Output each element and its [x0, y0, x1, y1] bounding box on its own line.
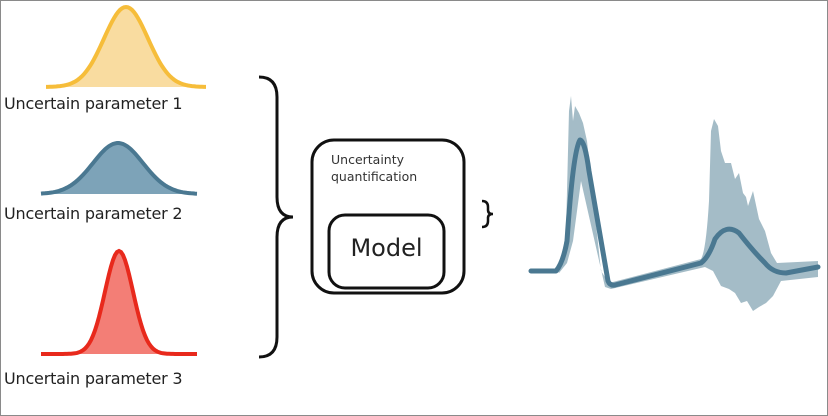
- distribution-2-fill: [41, 143, 197, 194]
- distribution-3-curve: [41, 248, 197, 356]
- small-brace: [481, 199, 494, 229]
- distribution-2-curve: [40, 141, 198, 196]
- parameter-2-label: Uncertain parameter 2: [4, 204, 183, 223]
- uq-box: [310, 138, 466, 295]
- large-brace: [258, 75, 294, 359]
- model-label: Model: [350, 234, 423, 262]
- distribution-3-fill: [41, 251, 197, 354]
- distribution-1-fill: [46, 7, 206, 87]
- output-uncertainty-band: [556, 96, 818, 311]
- output-mean-line: [528, 137, 821, 288]
- parameter-1-label: Uncertain parameter 1: [4, 94, 183, 113]
- parameter-3-label: Uncertain parameter 3: [4, 369, 183, 388]
- model-box: [327, 213, 446, 290]
- distribution-1-curve: [46, 4, 206, 89]
- uq-label: Uncertainty quantification: [331, 152, 418, 184]
